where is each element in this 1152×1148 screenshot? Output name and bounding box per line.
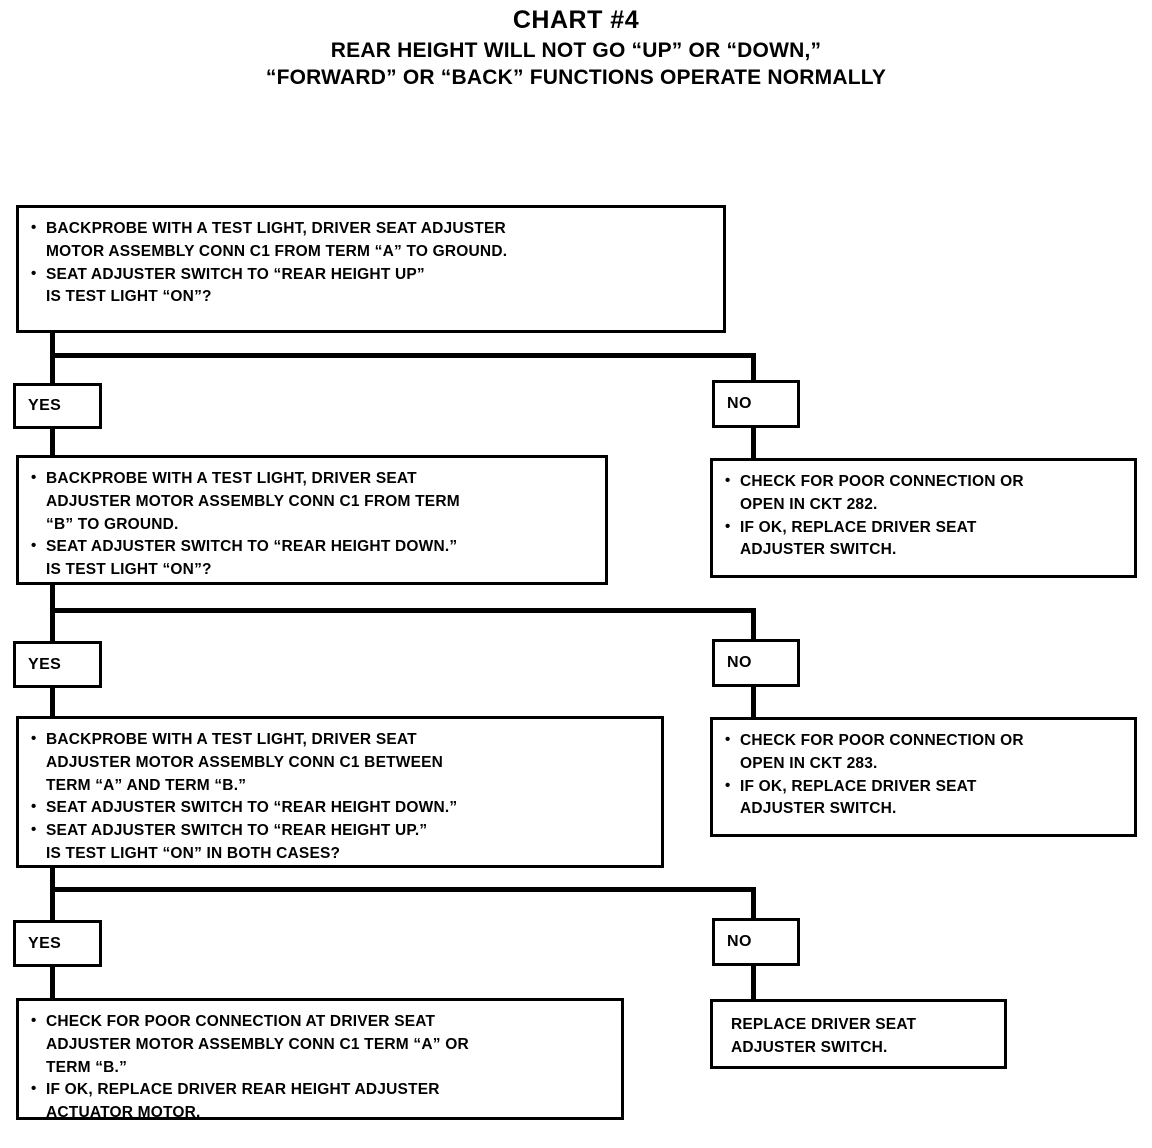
result-no-3-box: REPLACE DRIVER SEAT ADJUSTER SWITCH. xyxy=(710,999,1007,1069)
step-2-line-3: “B” TO GROUND. xyxy=(46,515,179,533)
step-1-line-3: SEAT ADJUSTER SWITCH TO “REAR HEIGHT UP” xyxy=(31,263,713,287)
decision-yes-3-label: YES xyxy=(28,934,62,952)
result-no-2-line-3: IF OK, REPLACE DRIVER SEAT xyxy=(725,775,1124,799)
chart-number-title: CHART #4 xyxy=(512,6,640,34)
result-no-1-line-4: ADJUSTER SWITCH. xyxy=(740,541,897,559)
connector-no1-down xyxy=(751,428,756,458)
connector-no2-down xyxy=(751,686,756,718)
connector-bus2-to-yes xyxy=(50,608,55,642)
result-final-yes-line-5: ACTUATOR MOTOR. xyxy=(46,1104,201,1122)
step-2-box: BACKPROBE WITH A TEST LIGHT, DRIVER SEAT… xyxy=(16,455,608,585)
step-2-line-2: ADJUSTER MOTOR ASSEMBLY CONN C1 FROM TER… xyxy=(46,492,460,510)
step-1-line-2: MOTOR ASSEMBLY CONN C1 FROM TERM “A” TO … xyxy=(46,242,508,260)
decision-no-1-label: NO xyxy=(727,395,752,412)
result-no-2-box: CHECK FOR POOR CONNECTION OR OPEN IN CKT… xyxy=(710,717,1137,837)
decision-no-3: NO xyxy=(712,918,800,966)
connector-step3-down xyxy=(50,866,55,892)
result-no-1-box: CHECK FOR POOR CONNECTION OR OPEN IN CKT… xyxy=(710,458,1137,578)
step-3-box: BACKPROBE WITH A TEST LIGHT, DRIVER SEAT… xyxy=(16,716,664,868)
connector-no3-down xyxy=(751,965,756,999)
step-1-box: BACKPROBE WITH A TEST LIGHT, DRIVER SEAT… xyxy=(16,205,726,333)
connector-bus1-to-no xyxy=(751,353,756,381)
page-title: CHART #4 REAR HEIGHT WILL NOT GO “UP” OR… xyxy=(0,6,1152,92)
decision-yes-1-label: YES xyxy=(28,397,62,414)
connector-bus2-to-no xyxy=(751,608,756,640)
result-no-1-line-1: CHECK FOR POOR CONNECTION OR xyxy=(725,470,1124,494)
chart-subtitle-line-2: “FORWARD” OR “BACK” FUNCTIONS OPERATE NO… xyxy=(265,65,887,89)
connector-yes2-down xyxy=(50,687,55,717)
connector-bus1-to-yes xyxy=(50,353,55,385)
step-3-line-1: BACKPROBE WITH A TEST LIGHT, DRIVER SEAT xyxy=(31,728,651,752)
decision-yes-3: YES xyxy=(13,920,102,967)
step-3-line-3: TERM “A” AND TERM “B.” xyxy=(46,776,247,794)
decision-yes-2: YES xyxy=(13,641,102,688)
step-3-line-5: SEAT ADJUSTER SWITCH TO “REAR HEIGHT UP.… xyxy=(31,819,651,843)
result-no-2-line-4: ADJUSTER SWITCH. xyxy=(740,800,897,818)
connector-yes1-down xyxy=(50,428,55,456)
step-2-line-1: BACKPROBE WITH A TEST LIGHT, DRIVER SEAT xyxy=(31,467,595,491)
result-final-yes-box: CHECK FOR POOR CONNECTION AT DRIVER SEAT… xyxy=(16,998,624,1121)
result-no-1-line-3: IF OK, REPLACE DRIVER SEAT xyxy=(725,516,1124,540)
step-2-line-5: IS TEST LIGHT “ON”? xyxy=(46,561,212,579)
result-no-2-line-1: CHECK FOR POOR CONNECTION OR xyxy=(725,729,1124,753)
decision-no-3-label: NO xyxy=(727,933,752,950)
step-3-line-4: SEAT ADJUSTER SWITCH TO “REAR HEIGHT DOW… xyxy=(31,796,651,820)
step-3-line-2: ADJUSTER MOTOR ASSEMBLY CONN C1 BETWEEN xyxy=(46,753,444,771)
result-final-yes-line-2: ADJUSTER MOTOR ASSEMBLY CONN C1 TERM “A”… xyxy=(46,1035,469,1053)
decision-yes-2-label: YES xyxy=(28,655,62,673)
result-final-yes-line-4: IF OK, REPLACE DRIVER REAR HEIGHT ADJUST… xyxy=(31,1078,611,1102)
connector-yes3-down xyxy=(50,966,55,1000)
result-no-3-line-2: ADJUSTER SWITCH. xyxy=(731,1038,888,1056)
step-2-line-4: SEAT ADJUSTER SWITCH TO “REAR HEIGHT DOW… xyxy=(31,535,595,559)
step-1-line-1: BACKPROBE WITH A TEST LIGHT, DRIVER SEAT… xyxy=(31,217,713,241)
result-no-3-line-1: REPLACE DRIVER SEAT xyxy=(731,1016,917,1033)
result-no-2-line-2: OPEN IN CKT 283. xyxy=(740,754,878,772)
connector-bus-1 xyxy=(50,353,756,358)
connector-step2-down xyxy=(50,585,55,613)
connector-bus-2 xyxy=(50,608,756,613)
result-final-yes-line-1: CHECK FOR POOR CONNECTION AT DRIVER SEAT xyxy=(31,1010,611,1034)
connector-bus3-to-yes xyxy=(50,887,55,921)
connector-step1-down xyxy=(50,333,55,358)
result-no-1-line-2: OPEN IN CKT 282. xyxy=(740,495,878,513)
decision-yes-1: YES xyxy=(13,383,102,429)
decision-no-1: NO xyxy=(712,380,800,428)
decision-no-2-label: NO xyxy=(727,654,752,671)
step-1-line-4: IS TEST LIGHT “ON”? xyxy=(46,288,212,306)
connector-bus-3 xyxy=(50,887,756,892)
step-3-line-6: IS TEST LIGHT “ON” IN BOTH CASES? xyxy=(46,844,341,862)
connector-bus3-to-no xyxy=(751,887,756,919)
chart-subtitle-line-1: REAR HEIGHT WILL NOT GO “UP” OR “DOWN,” xyxy=(330,38,822,62)
decision-no-2: NO xyxy=(712,639,800,687)
result-final-yes-line-3: TERM “B.” xyxy=(46,1058,128,1076)
